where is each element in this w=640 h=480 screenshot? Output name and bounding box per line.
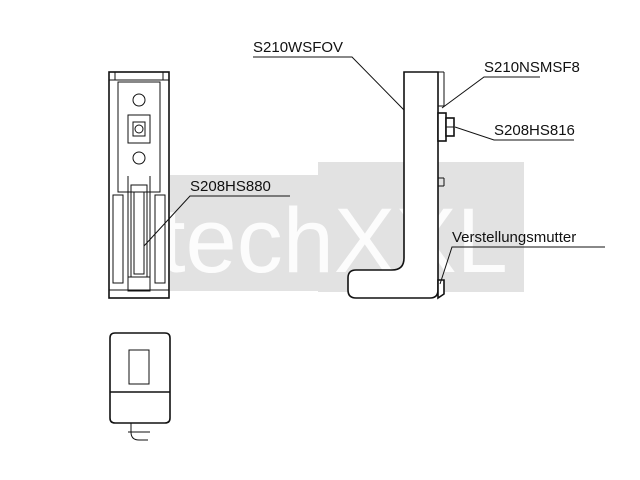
label-hs880: S208HS880 [190,178,271,195]
label-wsfov: S210WSFOV [253,39,343,56]
upper-hole [132,93,146,107]
leader-hs816 [454,126,574,141]
front-view [108,71,170,299]
label-nsmsf8: S210NSMSF8 [484,59,580,76]
adjusting-nut-shape [437,279,445,300]
watermark-text: techXXL [160,190,508,292]
bottom-body [109,332,171,424]
labels: S210WSFOV S210NSMSF8 S208HS816 S208HS880… [190,39,580,246]
leader-hs880 [143,195,290,247]
label-hs816: S208HS816 [494,122,575,139]
lower-hole [132,151,146,165]
leader-wsfov [253,56,405,111]
leader-lines [143,56,605,285]
bottom-view [109,332,171,441]
bottom-window [128,349,150,385]
fuse-element [133,191,145,275]
side-body [347,71,439,299]
nut-seat [127,114,151,144]
side-view [347,71,455,300]
label-mutter: Verstellungsmutter [452,229,576,246]
nut-square [132,121,146,137]
bottom-terminal [128,423,150,441]
leader-nsmsf8 [441,76,540,109]
clip-body [437,112,447,142]
leader-mutter [439,246,605,285]
watermark-box-left [170,175,318,291]
front-outer-body [108,71,170,299]
